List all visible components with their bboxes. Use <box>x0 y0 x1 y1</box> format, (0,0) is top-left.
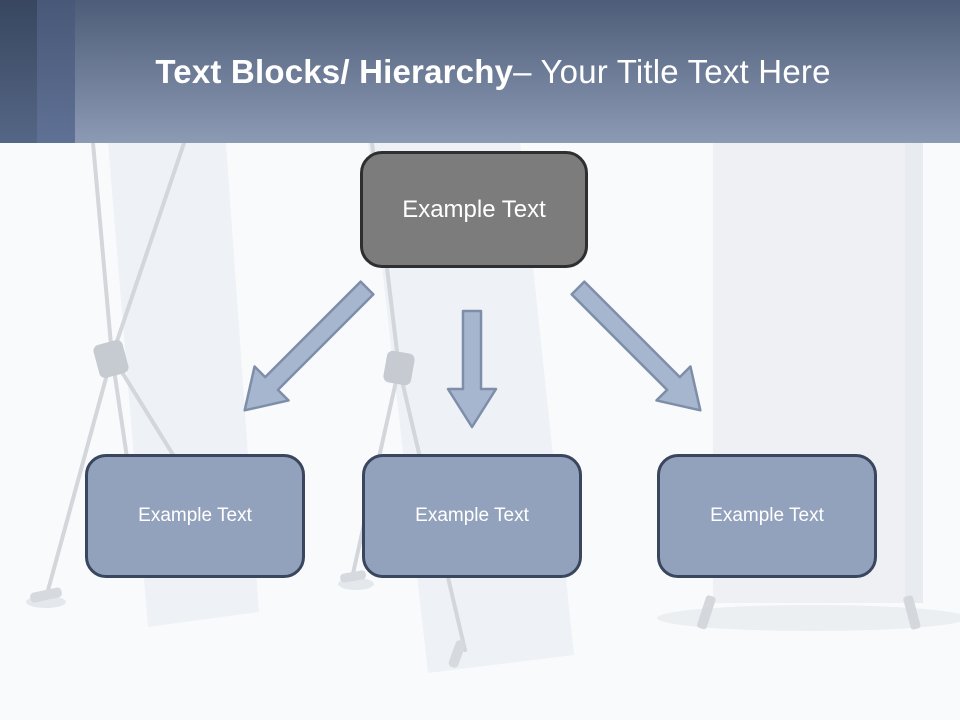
arrow-down-left-icon <box>243 280 375 412</box>
header-accent-stripe-dark <box>0 0 37 143</box>
root-text-block-label: Example Text <box>402 195 546 223</box>
child-text-block-2[interactable]: Example Text <box>362 454 582 578</box>
slide-title-regular: – Your Title Text Here <box>513 52 831 90</box>
slide-title-bold: Text Blocks/ Hierarchy <box>155 52 514 90</box>
arrow-down-icon <box>446 309 498 429</box>
child-text-block-1-label: Example Text <box>138 505 252 526</box>
child-text-block-1[interactable]: Example Text <box>85 454 305 578</box>
root-text-block[interactable]: Example Text <box>360 151 588 268</box>
child-text-block-3[interactable]: Example Text <box>657 454 877 578</box>
arrow-down-right-icon <box>570 280 702 412</box>
child-text-block-2-label: Example Text <box>415 505 529 526</box>
header-accent-stripe-light <box>37 0 75 143</box>
slide-header: Text Blocks/ Hierarchy – Your Title Text… <box>0 0 960 143</box>
child-text-block-3-label: Example Text <box>710 505 824 526</box>
slide-title: Text Blocks/ Hierarchy – Your Title Text… <box>13 0 960 143</box>
